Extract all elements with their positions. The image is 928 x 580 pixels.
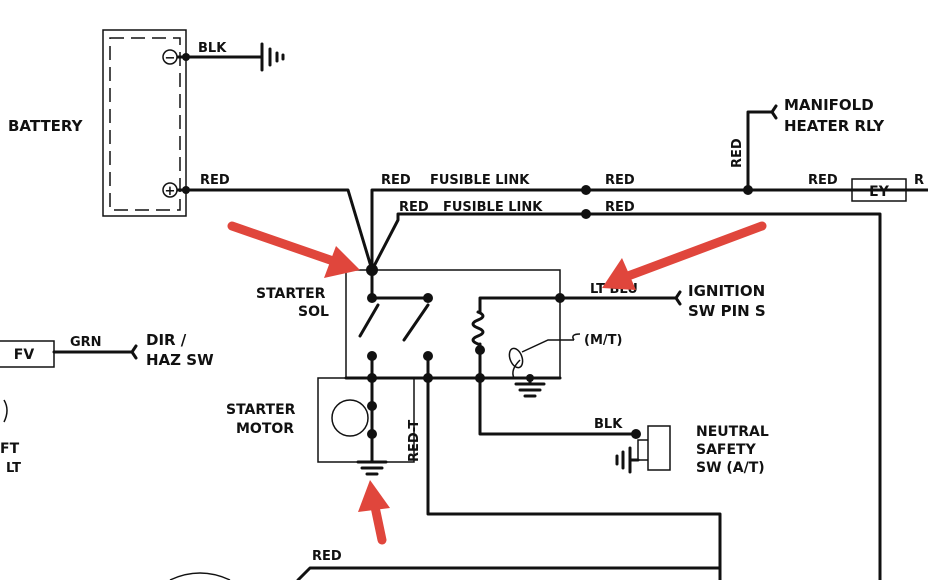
annotation-arrow-solenoid — [227, 221, 360, 278]
manifold-heater-label-1: MANIFOLD — [784, 96, 874, 114]
fv-label: FV — [14, 347, 35, 363]
red-battery-wire-label: RED — [200, 173, 230, 188]
red-fl2-right-label: RED — [605, 200, 635, 215]
red-t-label: RED-T — [407, 420, 422, 462]
starter-solenoid-box — [345, 269, 561, 379]
fusible-link-1-label: FUSIBLE LINK — [430, 173, 530, 188]
ground-symbol-motor — [356, 460, 388, 476]
red-fl1-right-label: RED — [605, 173, 635, 188]
solenoid-switch-contacts — [358, 268, 433, 380]
left-edge-label-2: LT — [6, 461, 21, 476]
ground-symbol-solenoid — [514, 382, 546, 398]
starter-sol-label-1: STARTER — [256, 286, 326, 302]
fv-connector — [0, 340, 55, 368]
starter-sol-label-2: SOL — [298, 304, 329, 320]
annotation-arrow-ignition — [602, 221, 767, 290]
red-ey-label: RED — [808, 173, 838, 188]
r-edge-label: R — [914, 173, 924, 188]
starter-motor-symbol — [331, 399, 369, 437]
grn-label: GRN — [70, 335, 102, 350]
ey-label: EY — [869, 184, 890, 200]
red-fl2-label: RED — [399, 200, 429, 215]
fusible-link-2-label: FUSIBLE LINK — [443, 200, 543, 215]
red-vertical-label: RED — [730, 138, 745, 168]
dir-haz-label-1: DIR / — [146, 331, 187, 349]
mt-label: (M/T) — [584, 333, 622, 348]
battery-label: BATTERY — [8, 117, 84, 135]
neutral-safety-label-2: SAFETY — [696, 442, 757, 458]
battery-plus-sign: + — [165, 184, 176, 199]
red-bottom-label: RED — [312, 549, 342, 564]
dir-haz-label-2: HAZ SW — [146, 351, 214, 369]
red-fl1-label: RED — [381, 173, 411, 188]
ground-symbol-battery — [260, 42, 285, 72]
ey-connector — [851, 178, 907, 202]
starter-motor-label-1: STARTER — [226, 402, 296, 418]
blk-wire-label: BLK — [198, 41, 227, 56]
solenoid-coil — [471, 293, 565, 380]
manifold-heater-label-2: HEATER RLY — [784, 117, 885, 135]
annotation-arrow-ground — [358, 480, 390, 545]
neutral-safety-label-1: NEUTRAL — [696, 424, 769, 440]
starter-motor-label-2: MOTOR — [236, 421, 294, 437]
battery: − + — [102, 29, 187, 217]
ignition-label-2: SW PIN S — [688, 302, 766, 320]
battery-minus-sign: − — [165, 51, 176, 66]
neutral-safety-switch — [615, 425, 671, 474]
neutral-safety-label-3: SW (A/T) — [696, 460, 765, 476]
left-edge-label-1: FT — [0, 441, 20, 457]
ignition-label-1: IGNITION — [688, 282, 765, 300]
blk-ns-label: BLK — [594, 417, 623, 432]
